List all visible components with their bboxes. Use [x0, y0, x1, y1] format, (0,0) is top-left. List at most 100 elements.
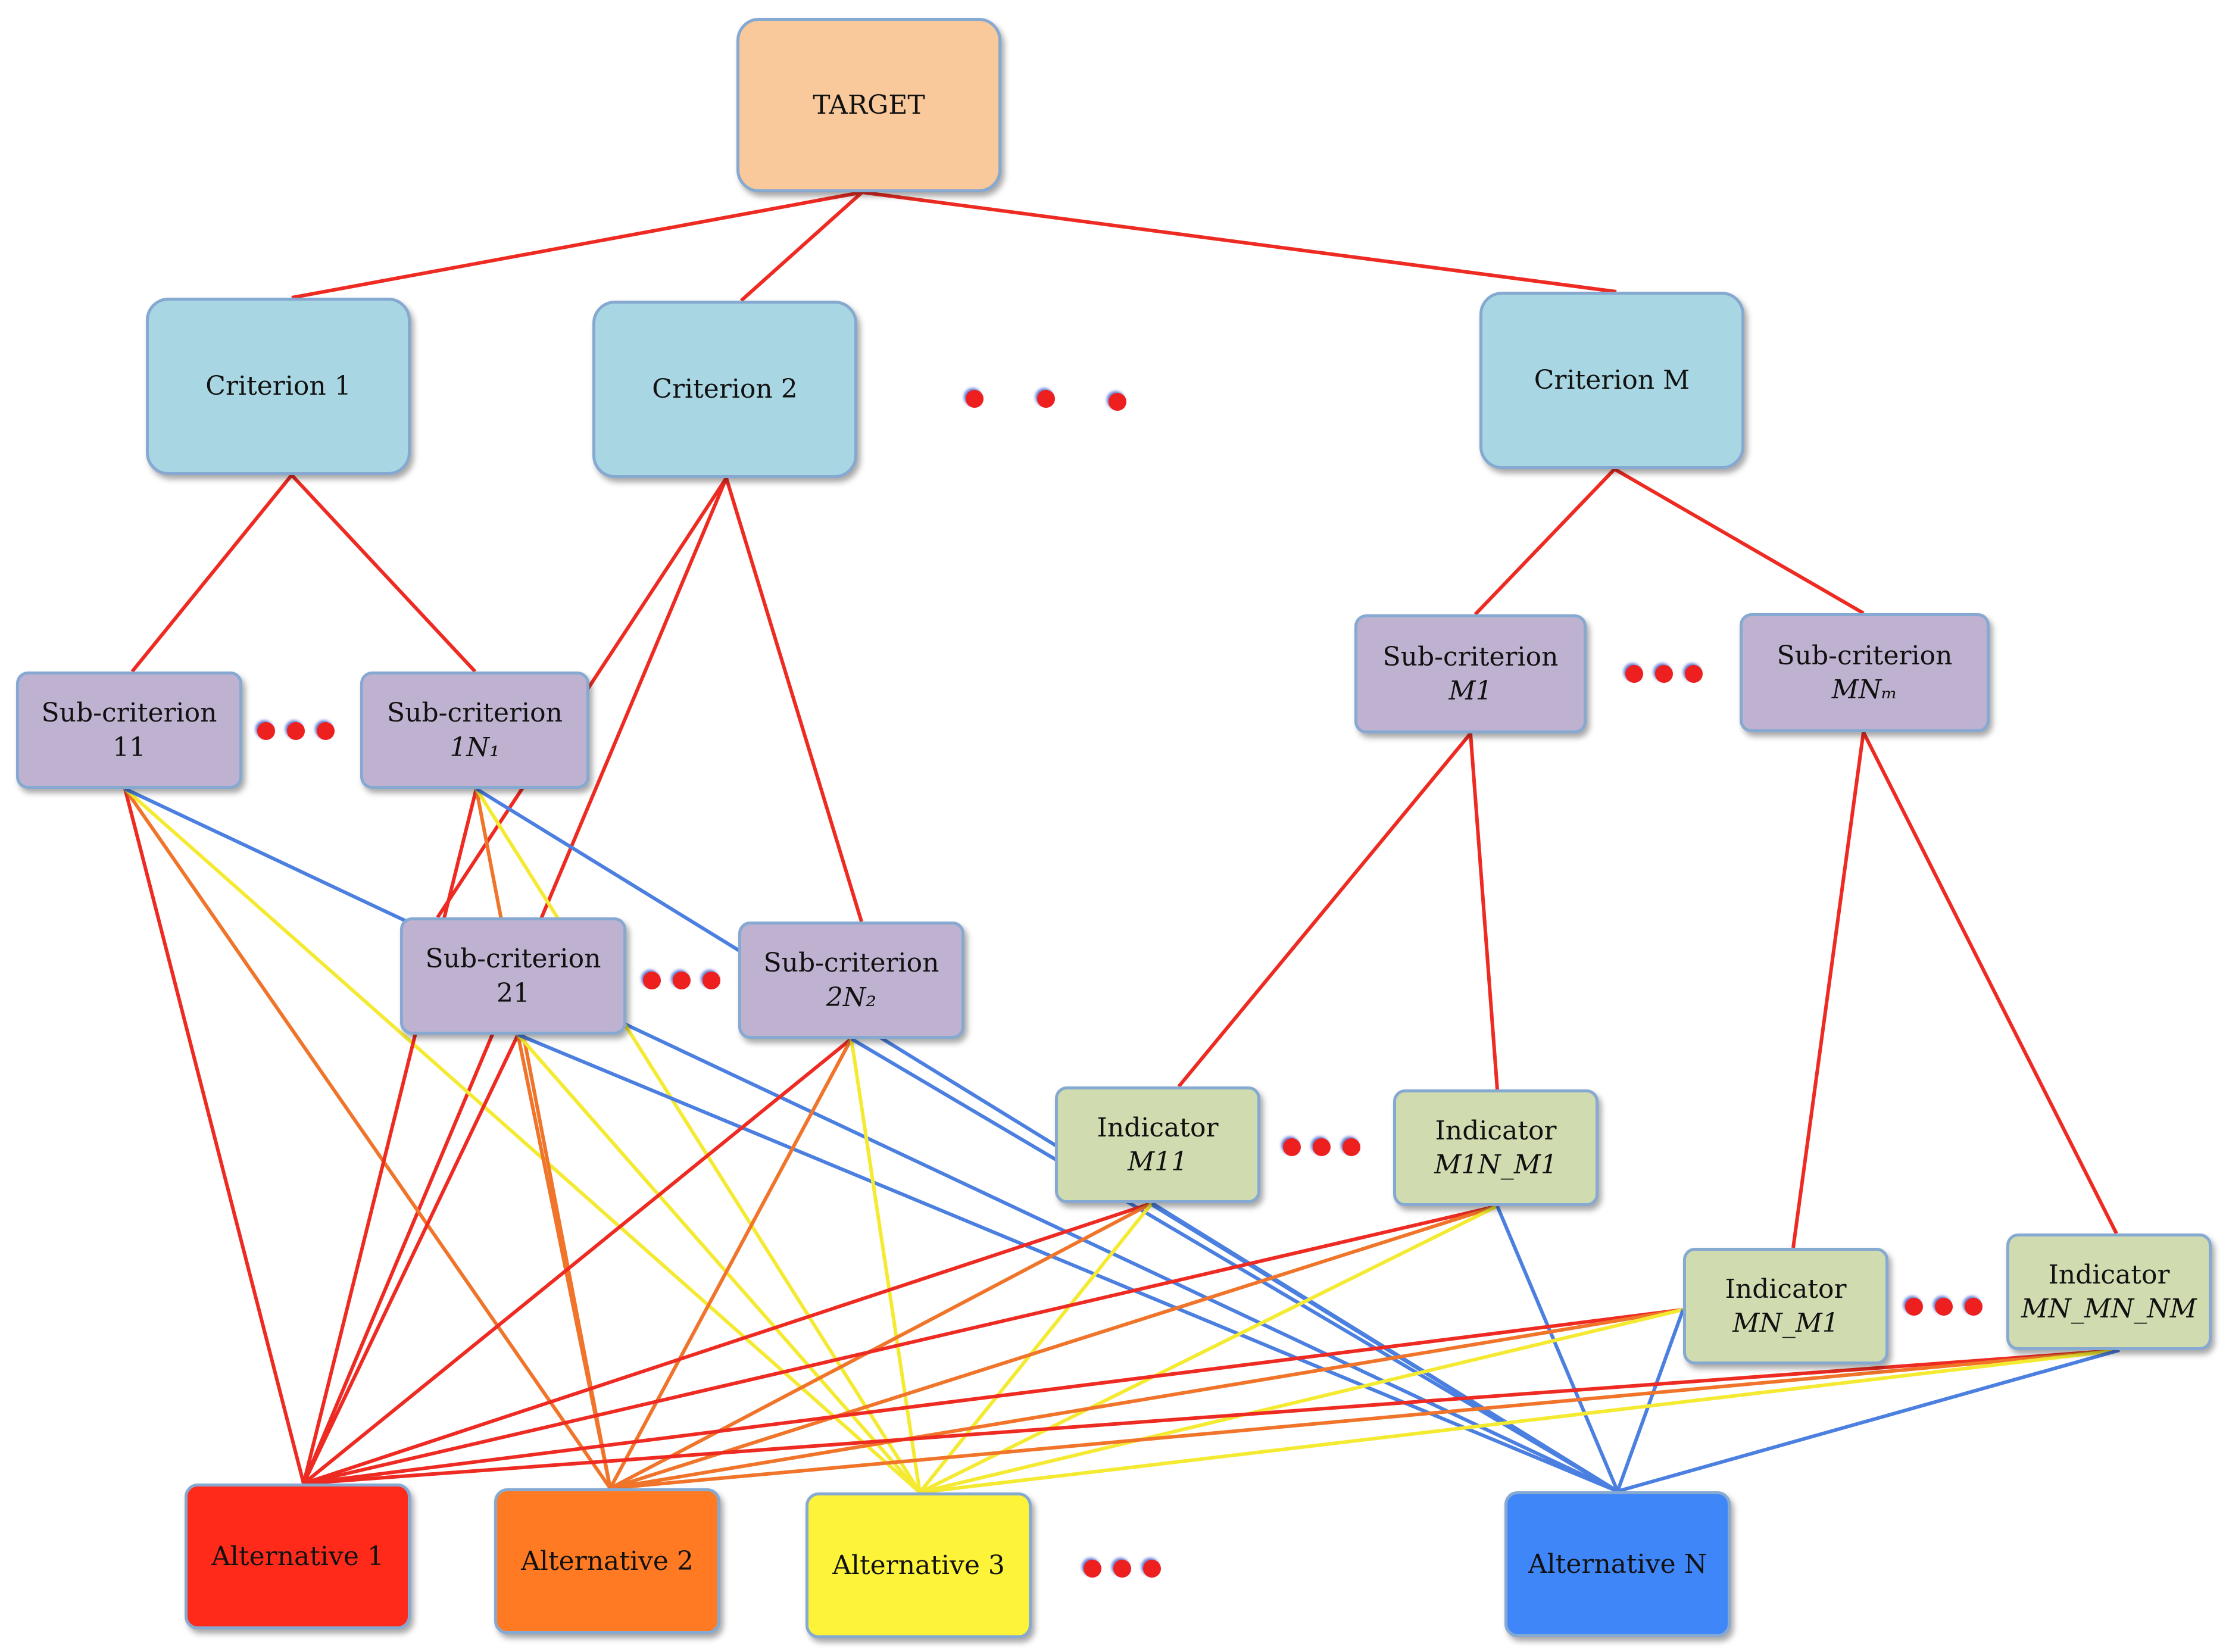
yellow-connector-line — [918, 1202, 1154, 1494]
yellow-connector-line — [474, 788, 922, 1494]
subcriterion-21-id: 21 — [497, 978, 530, 1008]
blue-connector-line — [1616, 1309, 1685, 1492]
orange-connector-line — [610, 1348, 2120, 1490]
indicator-m11-node[interactable]: Indicator M11 — [1055, 1086, 1260, 1203]
blue-connector-line — [124, 787, 1619, 1493]
target-node[interactable]: TARGET — [736, 18, 1001, 192]
blue-connector-line — [517, 1033, 1619, 1493]
indicator-mnm1-node[interactable]: Indicator MN_M1 — [1683, 1248, 1888, 1364]
ellipsis-dot — [1113, 1560, 1131, 1578]
criterion-2-label: Criterion 2 — [652, 374, 798, 405]
ellipsis-dot — [1965, 1298, 1983, 1316]
orange-connector-line — [516, 1034, 612, 1489]
red-connector-line — [1613, 467, 1865, 615]
subcriterion-2n2-node[interactable]: Sub-criterion 2N₂ — [738, 922, 964, 1039]
red-connector-line — [302, 1033, 520, 1485]
ellipsis-dot — [1343, 1138, 1360, 1156]
orange-connector-line — [608, 1038, 853, 1489]
orange-connector-line — [610, 1204, 1498, 1490]
red-connector-line — [303, 1201, 1153, 1485]
subcriterion-1n1-id: 1N₁ — [449, 732, 500, 763]
alternative-3-node[interactable]: Alternative 3 — [806, 1492, 1032, 1638]
criterion-m-node[interactable]: Criterion M — [1479, 292, 1744, 469]
criterion-m-label: Criterion M — [1534, 365, 1690, 396]
red-connector-line — [1469, 733, 1499, 1090]
ellipsis-dot — [1935, 1298, 1953, 1316]
indicator-m1nm1-title: Indicator — [1435, 1115, 1557, 1146]
subcriterion-mnm-node[interactable]: Sub-criterion MNₘ — [1740, 613, 1990, 732]
red-connector-line — [725, 477, 863, 922]
ellipsis-dot — [703, 972, 720, 989]
red-connector-line — [123, 788, 305, 1484]
alternative-1-node[interactable]: Alternative 1 — [185, 1484, 411, 1629]
subcriterion-m1-title: Sub-criterion — [1382, 641, 1559, 672]
criterion-2-node[interactable]: Criterion 2 — [592, 301, 857, 478]
subcriterion-11-title: Sub-criterion — [41, 698, 217, 729]
red-connector-line — [302, 1037, 853, 1485]
subcriterion-2n2-id: 2N₂ — [826, 982, 877, 1013]
alternative-1-label: Alternative 1 — [211, 1541, 384, 1572]
red-connector-line — [861, 191, 1617, 293]
indicator-mnmnnm-node[interactable]: Indicator MN_MN_NM — [2006, 1233, 2212, 1350]
red-connector-line — [303, 1204, 1498, 1485]
ellipsis-dot — [287, 722, 305, 740]
subcriterion-11-node[interactable]: Sub-criterion 11 — [16, 672, 242, 789]
orange-connector-line — [123, 788, 612, 1489]
indicator-mnmnnm-title: Indicator — [2048, 1259, 2170, 1290]
subcriterion-11-id: 11 — [113, 732, 146, 763]
ellipsis-dot — [1037, 390, 1055, 408]
criterion-1-label: Criterion 1 — [205, 371, 351, 402]
red-connector-line — [303, 1308, 1684, 1485]
ellipsis-dot — [1109, 393, 1126, 411]
alternative-2-node[interactable]: Alternative 2 — [494, 1488, 720, 1634]
indicator-m1nm1-id: M1N_M1 — [1434, 1150, 1557, 1180]
alternative-n-node[interactable]: Alternative N — [1504, 1491, 1731, 1637]
ellipsis-dot — [1655, 665, 1673, 683]
yellow-connector-line — [919, 1204, 1498, 1494]
red-connector-line — [303, 1348, 2120, 1485]
red-connector-line — [1473, 467, 1616, 616]
ellipsis-dot — [317, 722, 335, 740]
criterion-1-node[interactable]: Criterion 1 — [146, 298, 411, 475]
ellipsis-dot — [1084, 1560, 1101, 1578]
red-connector-line — [739, 191, 864, 302]
indicator-m11-title: Indicator — [1097, 1112, 1219, 1143]
indicator-mnm1-id: MN_M1 — [1732, 1308, 1839, 1338]
subcriterion-mnm-title: Sub-criterion — [1777, 640, 1953, 671]
yellow-connector-line — [850, 1038, 922, 1493]
ellipsis-dot — [1313, 1138, 1331, 1156]
red-connector-line — [290, 473, 477, 673]
ellipsis-dot — [1905, 1298, 1923, 1316]
red-connector-line — [1791, 732, 1865, 1248]
ellipsis-dot — [673, 972, 691, 989]
orange-connector-line — [610, 1308, 1684, 1490]
blue-connector-line — [850, 1037, 1619, 1493]
yellow-connector-line — [124, 787, 921, 1494]
subcriterion-21-title: Sub-criterion — [425, 944, 601, 975]
subcriterion-1n1-title: Sub-criterion — [387, 698, 563, 729]
ellipsis-dot — [643, 972, 661, 989]
yellow-connector-line — [919, 1308, 1684, 1494]
indicator-mnm1-title: Indicator — [1725, 1273, 1847, 1304]
red-connector-line — [1862, 731, 2118, 1235]
indicator-m1nm1-node[interactable]: Indicator M1N_M1 — [1393, 1089, 1599, 1206]
indicator-m11-id: M11 — [1127, 1147, 1188, 1177]
subcriterion-mnm-id: MNₘ — [1831, 674, 1898, 705]
ellipsis-dot — [1625, 665, 1643, 683]
ellipsis-dot — [1283, 1138, 1301, 1156]
subcriterion-m1-node[interactable]: Sub-criterion M1 — [1354, 614, 1587, 733]
subcriterion-1n1-node[interactable]: Sub-criterion 1N₁ — [360, 672, 589, 789]
blue-connector-line — [1496, 1205, 1619, 1492]
subcriterion-21-node[interactable]: Sub-criterion 21 — [400, 917, 626, 1035]
ellipsis-dot — [1143, 1560, 1161, 1578]
red-connector-line — [291, 191, 863, 299]
ellipsis-dot — [257, 722, 275, 740]
alternative-n-label: Alternative N — [1528, 1548, 1707, 1579]
ellipsis-dot — [1685, 665, 1703, 683]
orange-connector-line — [609, 1201, 1153, 1490]
target-label: TARGET — [813, 89, 925, 120]
red-connector-line — [130, 474, 294, 673]
ellipsis-dot — [966, 390, 984, 408]
yellow-connector-line — [516, 1033, 922, 1494]
